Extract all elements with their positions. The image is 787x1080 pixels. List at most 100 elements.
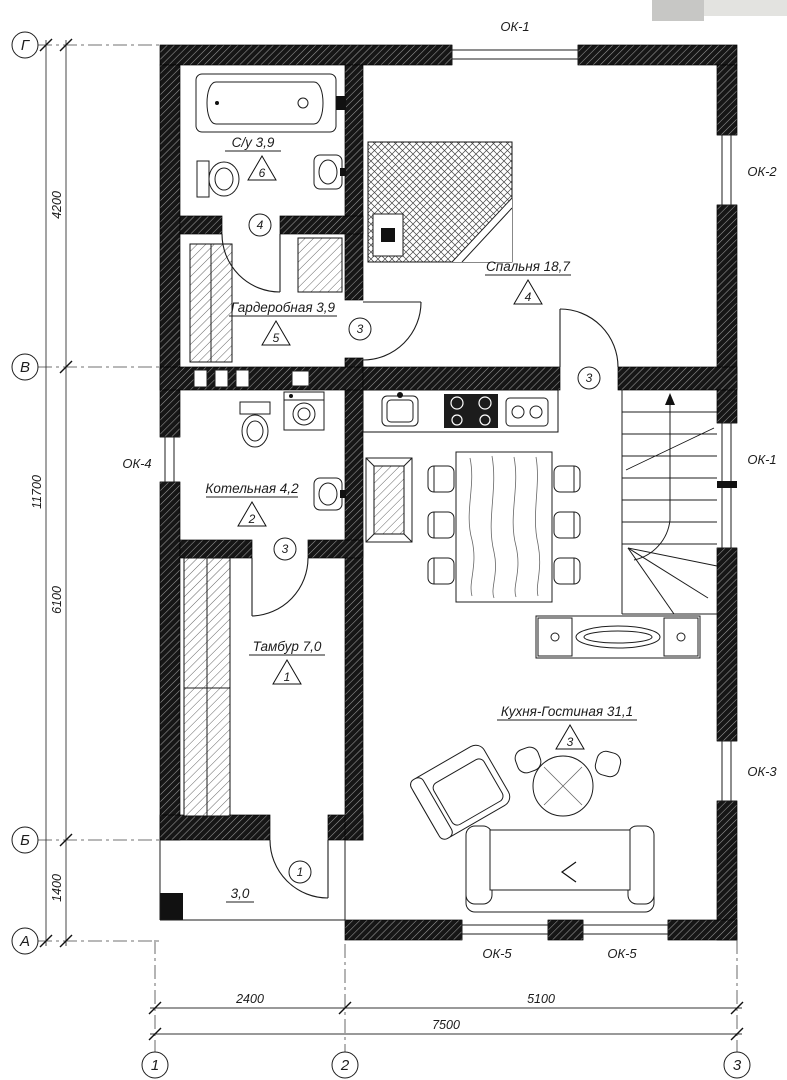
room-number: 3 xyxy=(567,735,574,749)
window-ok4-symbol xyxy=(160,436,180,483)
dim-left-total: 11700 xyxy=(30,475,44,509)
door-number: 3 xyxy=(357,322,364,336)
stove xyxy=(444,394,498,428)
dim-bottom-2-3: 5100 xyxy=(527,992,555,1006)
scan-artifact xyxy=(652,0,787,21)
window-ok1-right-symbol xyxy=(717,422,737,549)
axis-bubble-v: В xyxy=(11,353,39,381)
door-number: 3 xyxy=(282,542,289,556)
kitchen-sink xyxy=(381,392,419,427)
dining-chairs xyxy=(427,465,581,585)
room-labels: С/у 3,9 6 Спальня 18,7 4 Гардеробная 3,9… xyxy=(205,135,637,903)
axis-label: А xyxy=(19,933,30,950)
door-entrance xyxy=(269,839,329,899)
sink-boiler xyxy=(313,477,346,511)
window-tag-right-mid: ОК-1 xyxy=(747,452,776,467)
door-boiler xyxy=(251,557,309,617)
toilet-boiler xyxy=(239,401,271,448)
room-label-vestibule: Тамбур 7,0 1 xyxy=(249,639,325,685)
door-number: 3 xyxy=(586,371,593,385)
room-label-boiler: Котельная 4,2 2 xyxy=(205,481,299,527)
room-number: 4 xyxy=(525,290,532,304)
room-name: Гардеробная 3,9 xyxy=(231,300,336,315)
dim-left-v-b: 6100 xyxy=(50,586,64,614)
tv-stand xyxy=(535,615,701,659)
room-name: Спальня 18,7 xyxy=(486,259,570,274)
room-number: 5 xyxy=(273,331,280,345)
dim-left-g-v: 4200 xyxy=(50,191,64,219)
axis-grid: Г В Б А 1 2 3 xyxy=(11,31,751,1079)
window-ok3-symbol xyxy=(717,740,737,802)
window-ok2-symbol xyxy=(717,134,737,206)
window-tag-top: ОК-1 xyxy=(500,19,529,34)
dining-table xyxy=(455,451,553,603)
room-label-kitchen-living: Кухня-Гостиная 31,1 3 xyxy=(497,704,637,750)
porch-step-block xyxy=(160,893,183,920)
axis-label: 2 xyxy=(340,1057,350,1074)
room-label-wardrobe: Гардеробная 3,9 5 xyxy=(229,300,337,346)
room-name: Кухня-Гостиная 31,1 xyxy=(501,704,633,719)
door-swings xyxy=(221,233,619,899)
room-name: С/у 3,9 xyxy=(232,135,275,150)
window-tags: ОК-1 ОК-2 ОК-1 ОК-3 ОК-4 ОК-5 ОК-5 xyxy=(122,19,777,961)
axis-label: 1 xyxy=(151,1057,159,1074)
axis-label: В xyxy=(20,359,30,376)
door-wardrobe xyxy=(362,301,422,361)
axis-bubble-b: Б xyxy=(11,826,39,854)
dimension-lines: 4200 11700 6100 1400 2400 5100 7500 xyxy=(30,38,744,1041)
window-symbols xyxy=(160,45,737,940)
window-ok1-top-symbol xyxy=(451,45,579,65)
window-tag-right-low: ОК-3 xyxy=(747,764,777,779)
room-label-bedroom: Спальня 18,7 4 xyxy=(485,259,571,305)
window-ok5b-symbol xyxy=(582,920,669,940)
bed xyxy=(367,141,513,263)
closet-wardrobe-right xyxy=(297,237,343,293)
room-number: 6 xyxy=(259,166,266,180)
dim-bottom-1-2: 2400 xyxy=(235,992,264,1006)
sofa xyxy=(465,825,655,913)
interior-walls xyxy=(159,64,738,841)
axis-bubble-2: 2 xyxy=(331,1051,359,1079)
door-tag: 3 xyxy=(348,317,372,341)
washing-machine xyxy=(283,391,325,431)
window-tag-left: ОК-4 xyxy=(122,456,151,471)
axis-label: Г xyxy=(21,37,31,54)
room-name: Тамбур 7,0 xyxy=(253,639,322,654)
axis-label: 3 xyxy=(733,1057,742,1074)
door-bathroom xyxy=(221,233,281,293)
door-number: 1 xyxy=(297,865,304,879)
tv-icon xyxy=(575,625,661,649)
room-number: 2 xyxy=(248,512,256,526)
door-tag: 3 xyxy=(273,537,297,561)
closet-vestibule xyxy=(183,557,231,817)
axis-label: Б xyxy=(20,832,30,849)
toilet-bathroom xyxy=(196,160,240,198)
axis-bubble-3: 3 xyxy=(723,1051,751,1079)
axis-bubble-1: 1 xyxy=(141,1051,169,1079)
dim-bottom-total: 7500 xyxy=(432,1018,460,1032)
dim-left-b-a: 1400 xyxy=(50,874,64,902)
room-label-porch: 3,0 xyxy=(226,886,254,903)
porch-outline xyxy=(159,840,346,921)
staircase xyxy=(621,390,718,615)
door-tags: 4 3 3 3 1 xyxy=(248,213,601,884)
room-area: 3,0 xyxy=(231,886,250,901)
closet-wardrobe-left xyxy=(189,243,233,363)
sink-bathroom xyxy=(313,154,346,190)
room-number: 1 xyxy=(284,670,291,684)
window-tag-right-top: ОК-2 xyxy=(747,164,777,179)
window-tag-bottom-a: ОК-5 xyxy=(482,946,512,961)
door-number: 4 xyxy=(257,218,264,232)
window-tag-bottom-b: ОК-5 xyxy=(607,946,637,961)
axis-bubble-g: Г xyxy=(11,31,39,59)
room-label-bathroom: С/у 3,9 6 xyxy=(225,135,281,181)
door-bedroom xyxy=(559,308,619,368)
boiler-unit xyxy=(365,457,413,543)
door-tag: 1 xyxy=(288,860,312,884)
room-name: Котельная 4,2 xyxy=(205,481,299,496)
dish-rack xyxy=(505,397,549,427)
axis-bubble-a: А xyxy=(11,927,39,955)
kitchen-counter xyxy=(362,389,559,433)
